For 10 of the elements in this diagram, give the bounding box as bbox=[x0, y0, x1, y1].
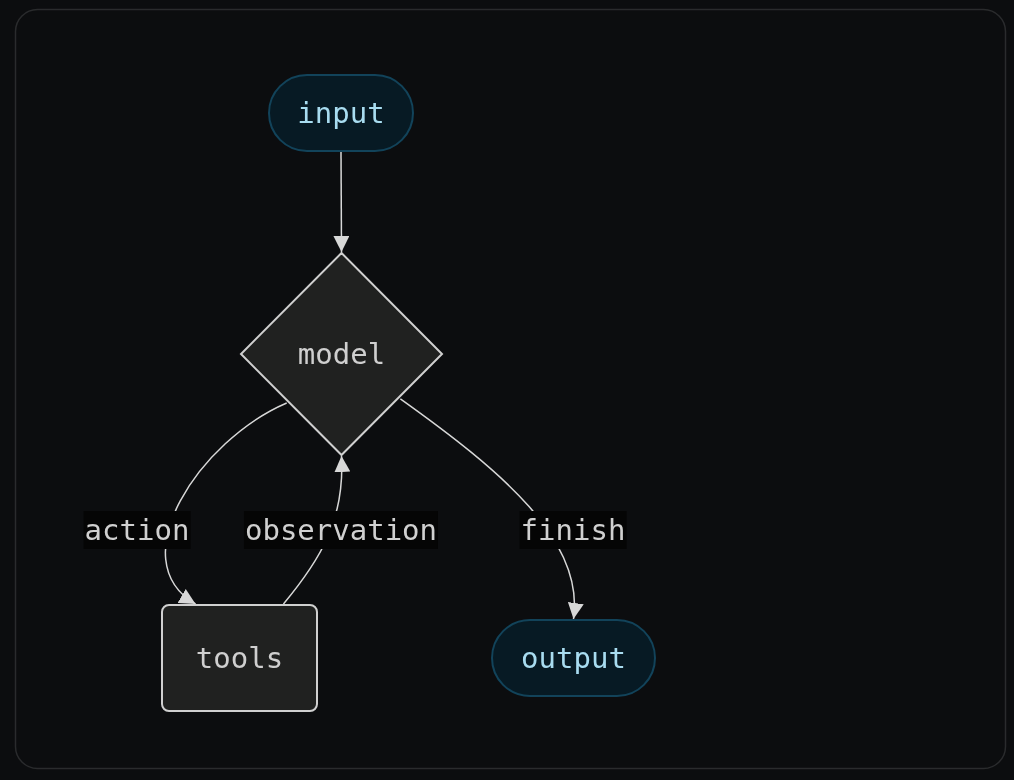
node-label: model bbox=[297, 337, 386, 371]
decision-diamond bbox=[240, 252, 443, 456]
edge-label: finish bbox=[519, 511, 627, 549]
edge-label: action bbox=[83, 511, 191, 549]
process-box bbox=[161, 604, 318, 712]
node-label: output bbox=[521, 641, 626, 675]
node-label: tools bbox=[195, 641, 284, 675]
node-label: input bbox=[297, 96, 385, 130]
edge-label: observation bbox=[243, 511, 439, 549]
arrow bbox=[333, 151, 350, 253]
